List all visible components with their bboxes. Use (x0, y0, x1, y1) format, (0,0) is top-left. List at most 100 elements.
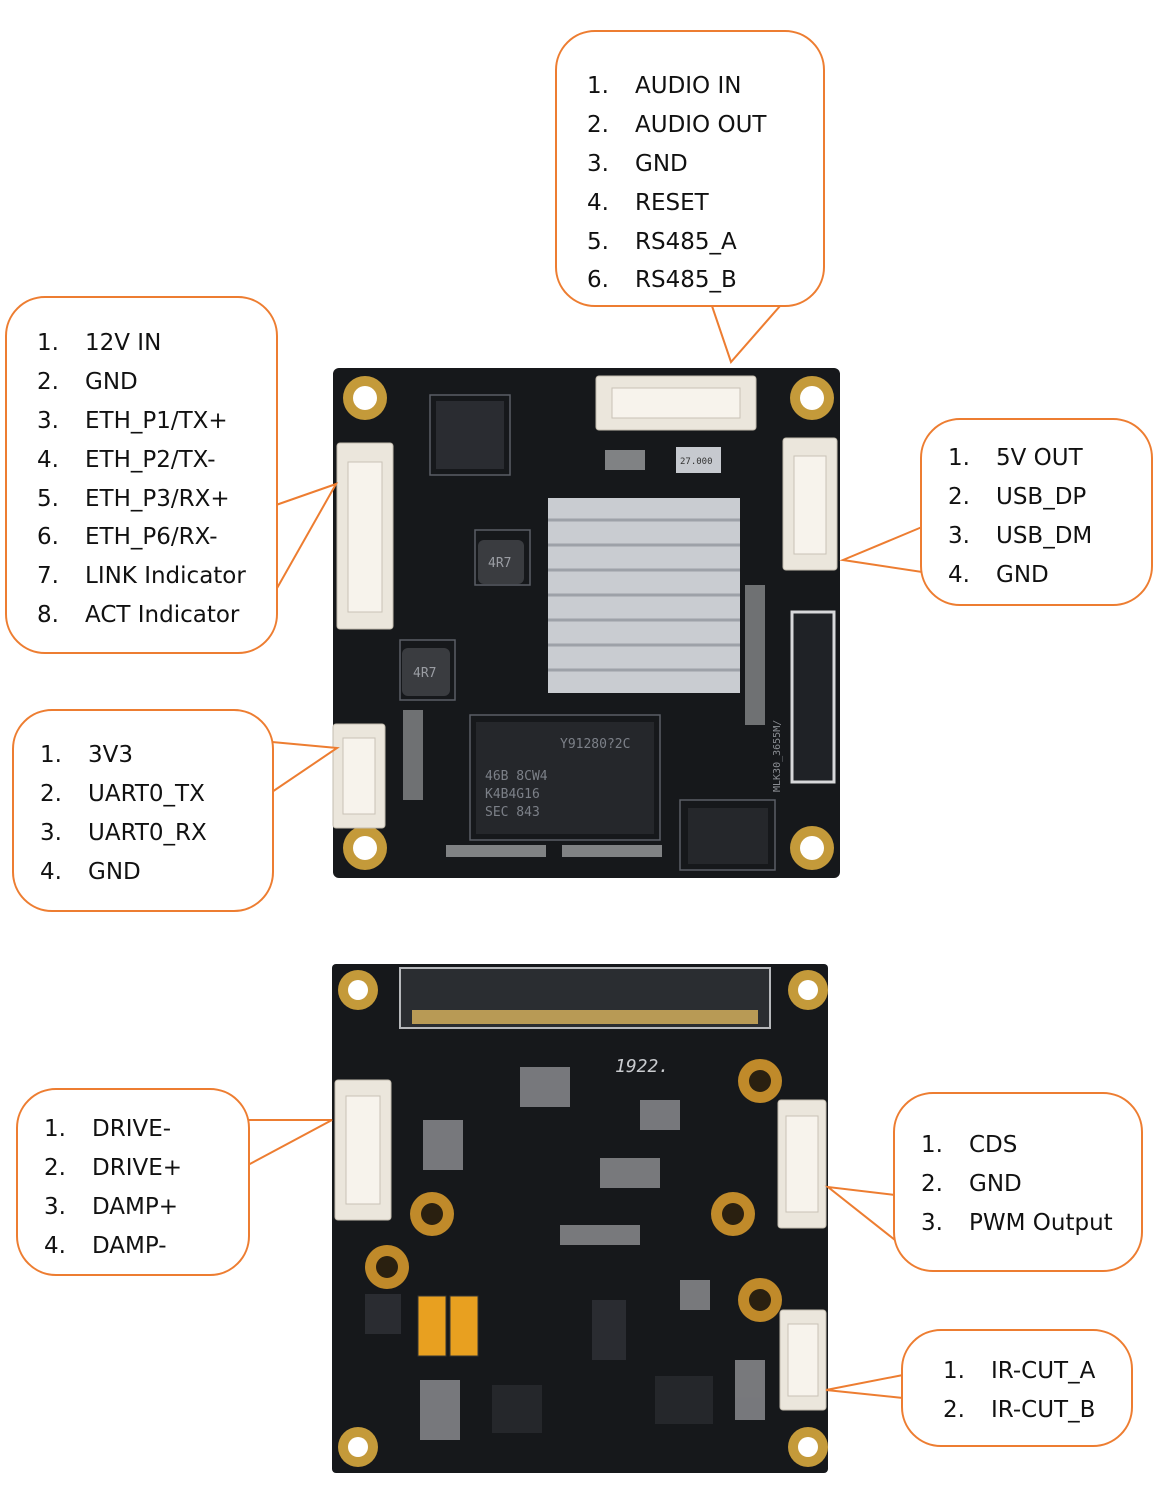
pin-label: DRIVE+ (92, 1155, 183, 1182)
power-pin-5: 5. ETH_P3/RX+ (37, 479, 276, 518)
inductor-2-label: 4R7 (413, 666, 436, 681)
top-board: Y91280?2C 46B 8CW4 K4B4G16 SEC 843 4R7 4… (332, 368, 840, 878)
pin-number: 2. (40, 781, 62, 808)
callout-drive: 1.DRIVE- 2. DRIVE+ 3. DAMP+ 4.DAMP- (16, 1088, 250, 1276)
pin-label: GND (85, 369, 138, 396)
pin-label: AUDIO OUT (635, 112, 767, 139)
usb-pin-2: 2.USB_DP (948, 478, 1151, 517)
pin-number: 6. (587, 267, 609, 294)
power-pin-6: 6.ETH_P6/RX- (37, 518, 276, 557)
drive-pin-1: 1.DRIVE- (44, 1110, 248, 1149)
power-pin-7: 7. LINK Indicator (37, 557, 276, 596)
power-pin-4: 4.ETH_P2/TX- (37, 440, 276, 479)
connector-usb (782, 437, 838, 571)
pin-label: 3V3 (88, 742, 134, 769)
pin-number: 3. (44, 1193, 66, 1220)
pointer-power (275, 482, 339, 594)
pin-number: 2. (37, 369, 59, 396)
usb-pin-3: 3. USB_DM (948, 517, 1151, 556)
pin-label: RESET (635, 189, 709, 216)
pin-label: IR-CUT_A (991, 1358, 1096, 1385)
pin-label: IR-CUT_B (991, 1397, 1096, 1424)
pin-label: DAMP+ (92, 1193, 179, 1220)
connector-drive (334, 1079, 392, 1221)
pin-number: 4. (948, 561, 970, 588)
pin-label: 12V IN (85, 330, 162, 357)
uart-pin-4: 4.GND (40, 852, 272, 891)
pin-label: DAMP- (92, 1232, 167, 1259)
usb-pin-1: 1.5V OUT (948, 439, 1151, 478)
ddr-memory-chip (476, 722, 654, 834)
ethernet-chip (436, 401, 504, 469)
inductor-1 (478, 540, 524, 584)
connector-uart (332, 723, 386, 829)
pointer-drive (247, 1119, 333, 1167)
ircut-pin-2: 2. IR-CUT_B (943, 1391, 1131, 1430)
pin-number: 2. (44, 1155, 66, 1182)
flash-chip (688, 808, 768, 864)
connector-ircut (779, 1309, 827, 1411)
bottom-board: 1922. (332, 964, 828, 1473)
pin-number: 1. (587, 73, 609, 100)
audio-pin-6: 6.RS485_B (587, 261, 823, 300)
pin-number: 3. (40, 819, 62, 846)
pin-number: 7. (37, 563, 59, 590)
side-silk: MLK30_3655M/ (772, 720, 783, 792)
drive-pin-2: 2. DRIVE+ (44, 1149, 248, 1188)
pin-label: 5V OUT (996, 445, 1083, 472)
cds-pin-2: 2.GND (921, 1165, 1141, 1204)
power-pin-1: 1. 12V IN (37, 324, 276, 363)
pin-number: 6. (37, 524, 59, 551)
ddr-label-2: 46B 8CW4 (485, 769, 548, 784)
ircut-pin-list: 1.IR-CUT_A 2. IR-CUT_B (943, 1352, 1131, 1430)
bottom-regulator (365, 1294, 401, 1334)
mounting-holes-top (343, 376, 834, 870)
pin-label: USB_DM (996, 522, 1093, 549)
pin-label: RS485_A (635, 228, 737, 255)
pin-number: 5. (37, 485, 59, 512)
pointer-uart (271, 740, 340, 794)
pin-label: UART0_RX (88, 819, 207, 846)
pointer-usb (839, 525, 923, 574)
power-pin-2: 2. GND (37, 363, 276, 402)
pin-number: 2. (587, 112, 609, 139)
tantalum-cap-1 (417, 1295, 447, 1357)
pin-label: ETH_P1/TX+ (85, 407, 228, 434)
crystal-label: 27.000 (680, 457, 713, 467)
audio-pin-3: 3.GND (587, 145, 823, 184)
pin-number: 8. (37, 601, 59, 628)
pin-number: 4. (587, 189, 609, 216)
pin-number: 3. (921, 1209, 943, 1236)
cds-pin-1: 1.CDS (921, 1126, 1141, 1165)
pin-number: 2. (943, 1397, 965, 1424)
tantalum-cap-2 (449, 1295, 479, 1357)
connector-power (336, 442, 394, 630)
drive-pin-4: 4.DAMP- (44, 1226, 248, 1265)
connector-audio (595, 375, 757, 431)
pin-label: ETH_P3/RX+ (85, 485, 230, 512)
uart-pin-3: 3. UART0_RX (40, 814, 272, 853)
heatsink (548, 498, 740, 693)
ircut-pin-1: 1.IR-CUT_A (943, 1352, 1131, 1391)
bottom-chip (592, 1300, 626, 1360)
bottom-silk: 1922. (615, 1056, 669, 1077)
fpc-connector-top (790, 610, 836, 784)
pin-number: 4. (37, 446, 59, 473)
pointer-audio (710, 305, 783, 364)
pin-label: GND (996, 561, 1049, 588)
pin-number: 1. (37, 330, 59, 357)
pin-label: LINK Indicator (85, 563, 246, 590)
audio-pin-2: 2. AUDIO OUT (587, 106, 823, 145)
cds-pin-3: 3.PWM Output (921, 1204, 1141, 1243)
pin-label: GND (88, 858, 141, 885)
ddr-label-3: K4B4G16 (485, 787, 540, 802)
pin-label: USB_DP (996, 484, 1087, 511)
pin-number: 3. (948, 522, 970, 549)
